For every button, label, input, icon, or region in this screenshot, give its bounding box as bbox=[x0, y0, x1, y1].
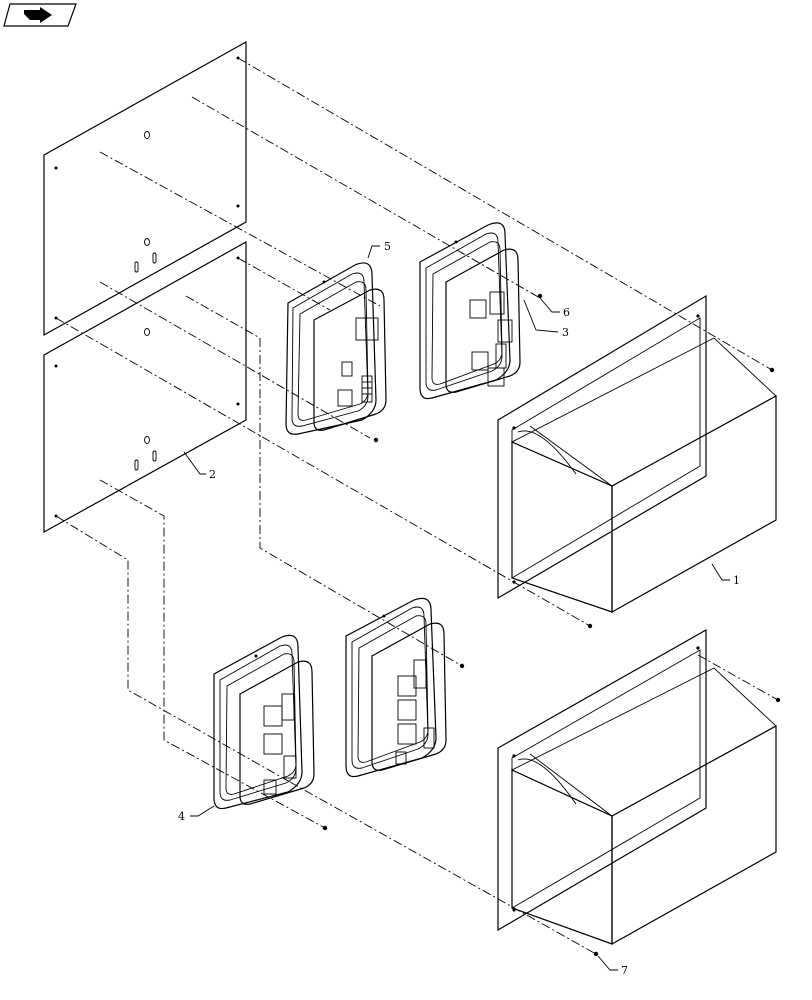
panel-plate-upper bbox=[43, 40, 247, 337]
control-module-5 bbox=[285, 262, 387, 435]
control-module-3 bbox=[419, 222, 521, 400]
screw-6 bbox=[537, 293, 543, 299]
callout-1: 1 bbox=[733, 574, 740, 587]
screw-5 bbox=[373, 437, 379, 443]
callout-4: 4 bbox=[178, 810, 185, 823]
housing-1 bbox=[497, 294, 777, 614]
callout-2: 2 bbox=[209, 468, 216, 481]
screw-housing-1-a bbox=[769, 367, 775, 373]
control-module-lower-right bbox=[345, 597, 447, 778]
screw-housing-lower-a bbox=[775, 697, 781, 703]
assembly-centerlines bbox=[55, 57, 779, 955]
back-arrow-icon[interactable] bbox=[3, 3, 77, 27]
screw-4 bbox=[322, 825, 328, 831]
control-module-4 bbox=[213, 634, 315, 810]
callout-6: 6 bbox=[563, 306, 570, 319]
housing-lower bbox=[497, 628, 777, 946]
callout-5: 5 bbox=[384, 240, 391, 253]
screw-7 bbox=[593, 951, 599, 957]
callout-7: 7 bbox=[621, 964, 628, 977]
callout-3: 3 bbox=[562, 326, 569, 339]
screw-lower-right-module bbox=[459, 663, 465, 669]
panel-plate-lower bbox=[43, 240, 247, 534]
screw-housing-1-b bbox=[587, 623, 593, 629]
callout-leaders bbox=[183, 245, 730, 971]
